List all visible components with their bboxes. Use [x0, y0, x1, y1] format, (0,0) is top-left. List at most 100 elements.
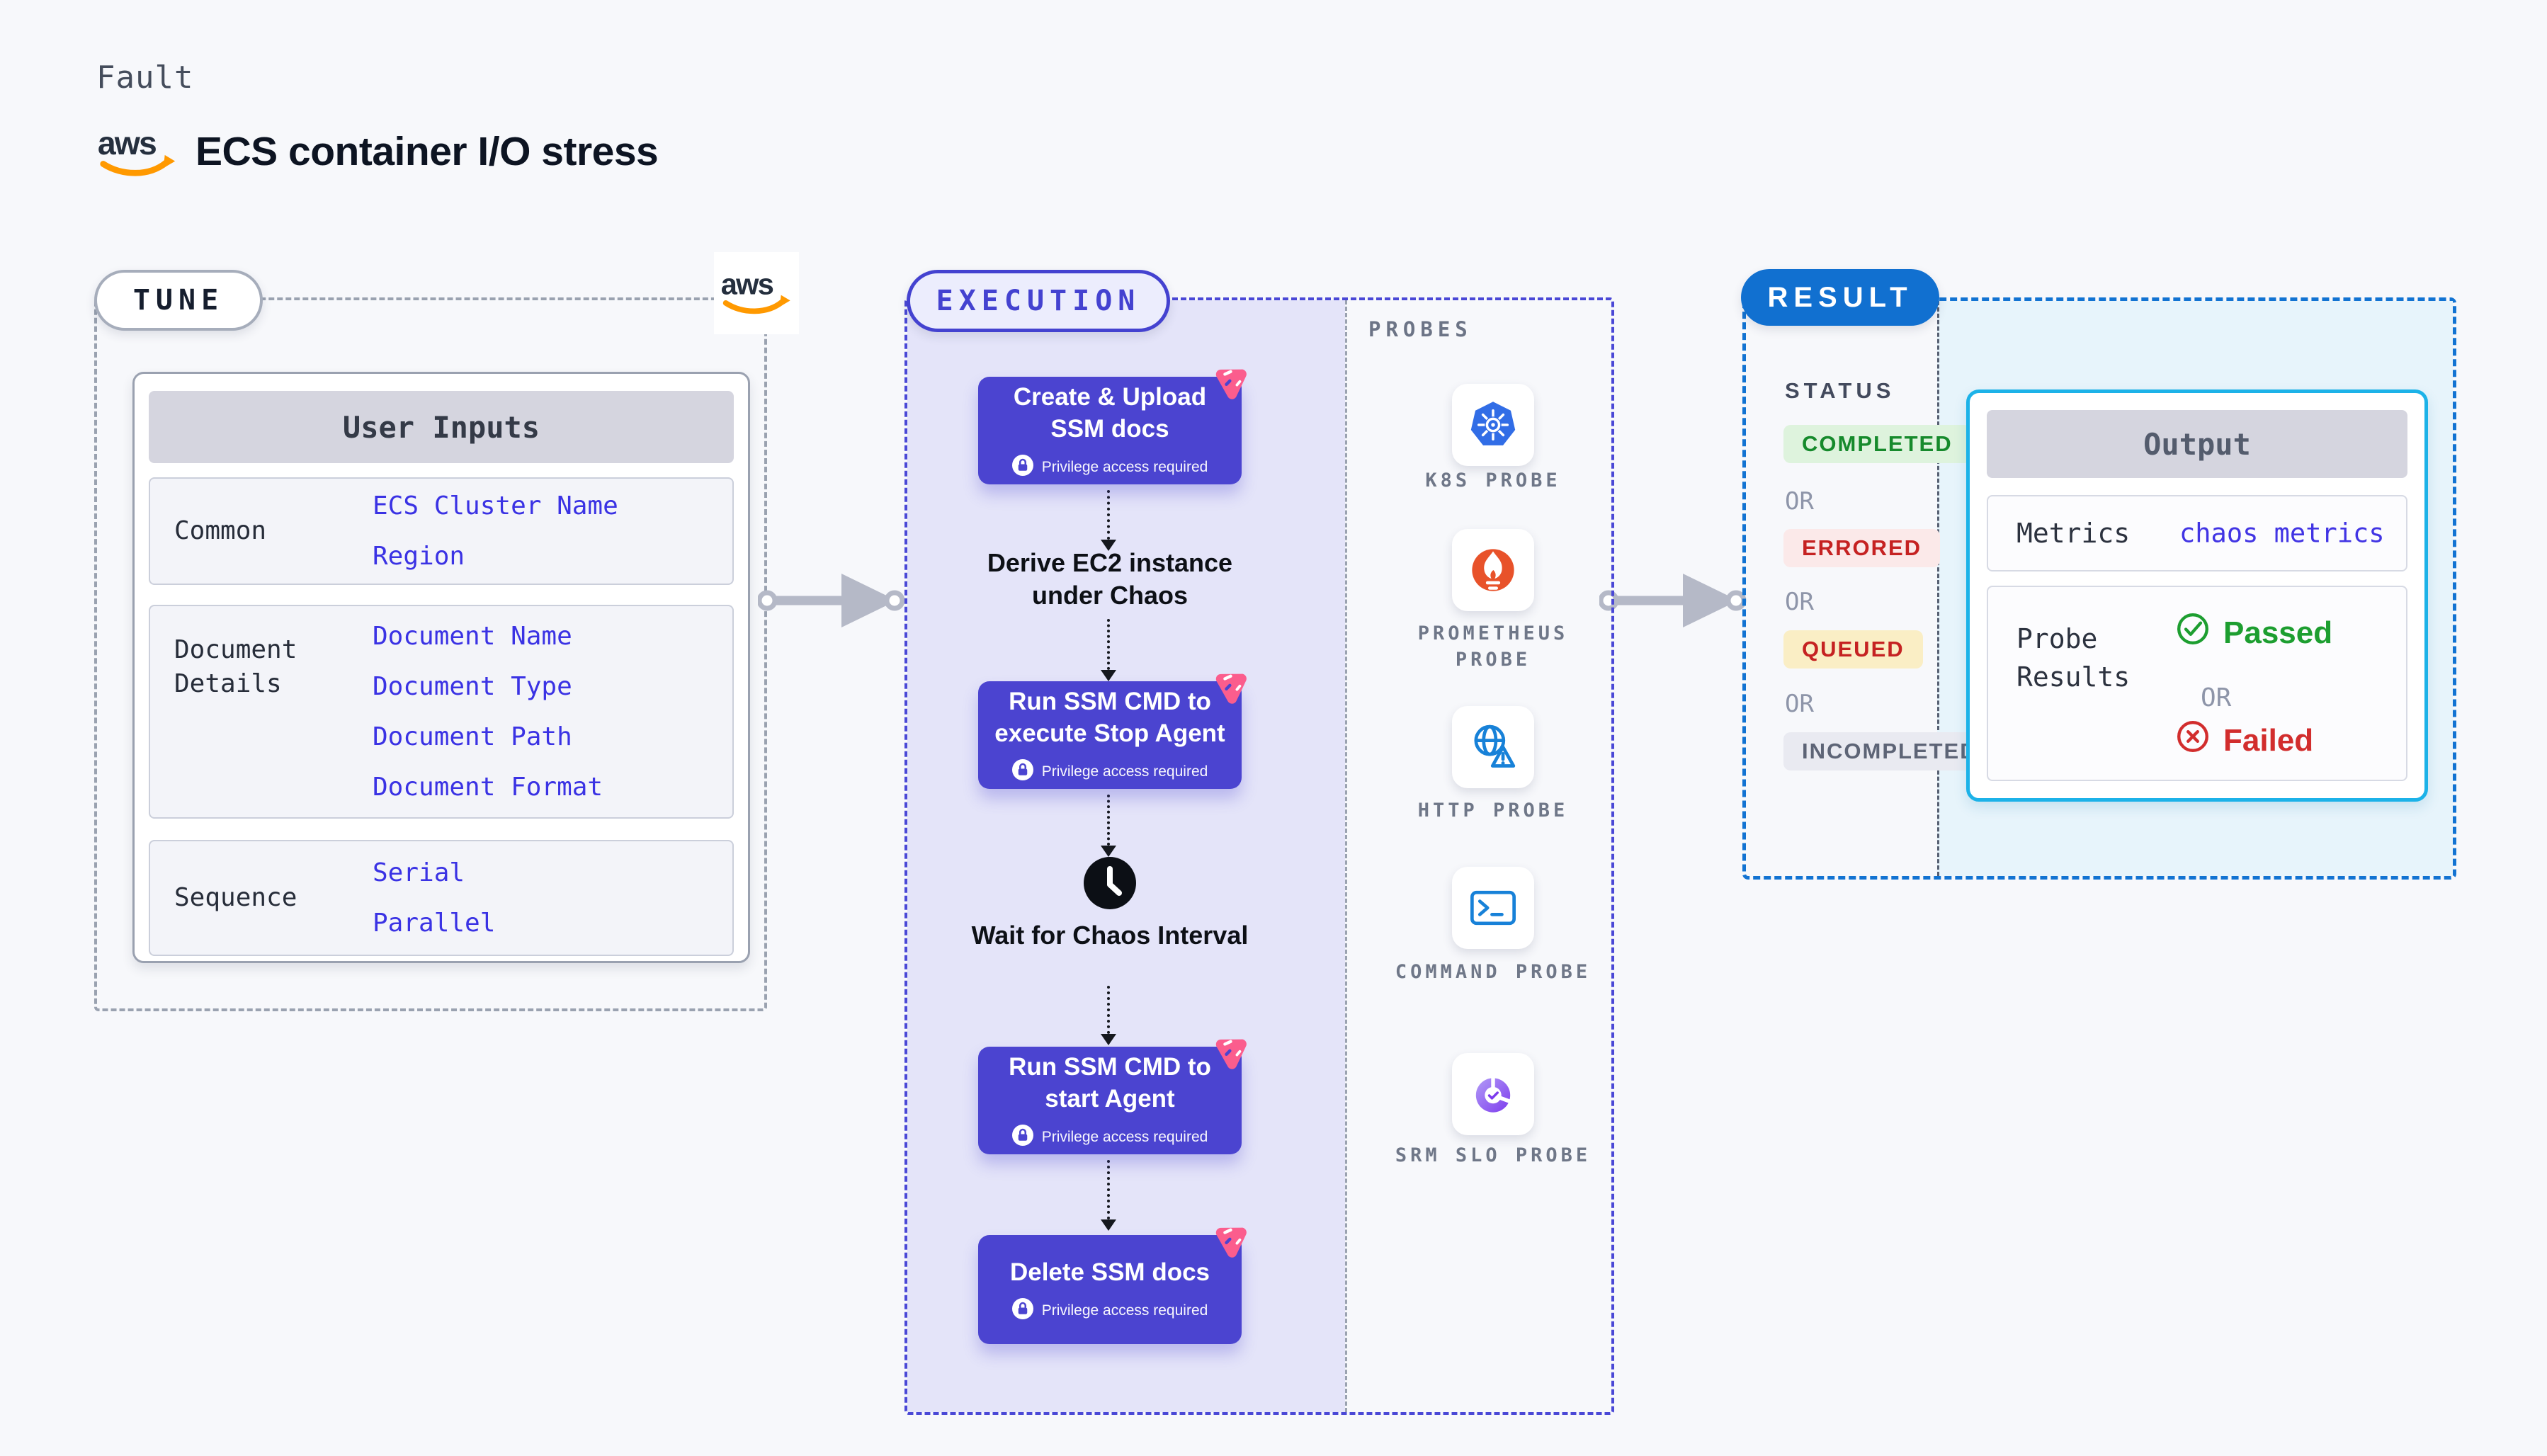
flow-connector — [1107, 986, 1110, 1034]
probe-results-row: Probe Results Passed OR Failed — [1987, 586, 2407, 781]
lock-icon — [1011, 1125, 1033, 1150]
probe-label-command: COMMAND PROBE — [1395, 961, 1592, 983]
status-badge-completed: COMPLETED — [1783, 425, 1971, 463]
user-inputs-header: User Inputs — [149, 391, 734, 463]
step-title: Run SSM CMD to execute Stop Agent — [994, 688, 1225, 747]
input-value: Document Format — [373, 773, 603, 802]
probe-result-failed: Failed — [2175, 719, 2313, 762]
status-badge-incompleted: INCOMPLETED — [1783, 732, 1996, 770]
aws-logo: aws — [96, 125, 178, 181]
status-output-divider — [1937, 301, 1939, 876]
probe-card-k8s — [1452, 384, 1534, 466]
input-value: Serial — [373, 858, 465, 887]
row-label: Common — [174, 516, 267, 545]
probe-result-passed: Passed — [2175, 611, 2332, 654]
execution-step-create-upload-ssm-docs: Create & Upload SSM docs Privilege acces… — [978, 369, 1247, 484]
probe-results-label: Probe Results — [2016, 623, 2131, 693]
lock-icon — [1011, 1297, 1033, 1324]
probe-card-http — [1452, 706, 1534, 788]
user-inputs-row-sequence: Sequence Serial Parallel — [149, 840, 734, 956]
execution-step-delete-ssm-docs: Delete SSM docs Privilege access require… — [978, 1227, 1247, 1344]
privilege-label: Privilege access required — [1041, 1302, 1208, 1319]
status-or-separator: OR — [1785, 690, 1814, 718]
input-value: Document Name — [373, 622, 572, 651]
user-inputs-card: User Inputs Common ECS Cluster Name Regi… — [132, 372, 750, 963]
privilege-label: Privilege access required — [1041, 459, 1208, 475]
tune-pill: TUNE — [94, 270, 263, 331]
step-title: Run SSM CMD to start Agent — [1009, 1053, 1211, 1113]
clock-icon — [1084, 857, 1136, 909]
fault-kicker: Fault — [96, 59, 194, 96]
row-values: Document Name Document Type Document Pat… — [373, 622, 603, 802]
aws-icon: aws — [721, 268, 790, 314]
privilege-note: Privilege access required — [1011, 759, 1208, 785]
failed-label: Failed — [2223, 722, 2314, 758]
input-value: Document Path — [373, 722, 572, 751]
status-heading: STATUS — [1785, 378, 1895, 403]
probe-label-srm-slo: SRM SLO PROBE — [1395, 1144, 1592, 1166]
result-pill: RESULT — [1741, 269, 1939, 326]
lock-icon — [1011, 759, 1033, 785]
chaos-icon — [1212, 1033, 1253, 1074]
input-value: Parallel — [373, 909, 496, 938]
flow-arrowhead — [1101, 846, 1116, 857]
flow-connector — [1107, 1160, 1110, 1219]
user-inputs-row-common: Common ECS Cluster Name Region — [149, 477, 734, 585]
execution-step-run-ssm-stop-agent: Run SSM CMD to execute Stop Agent Privil… — [978, 673, 1247, 789]
terminal-icon — [1470, 890, 1516, 926]
probes-divider — [1345, 300, 1347, 1412]
aws-corner-logo: aws — [714, 252, 799, 334]
flow-arrowhead — [1101, 670, 1116, 681]
chaos-icon — [1212, 667, 1253, 708]
flow-connector — [1107, 490, 1110, 540]
row-values: Serial Parallel — [373, 858, 495, 938]
probe-card-prometheus — [1452, 529, 1534, 611]
check-circle-icon — [2175, 611, 2211, 654]
page-title: ECS container I/O stress — [195, 129, 659, 174]
probe-card-srm-slo — [1452, 1053, 1534, 1135]
privilege-label: Privilege access required — [1041, 1129, 1208, 1145]
prometheus-icon — [1472, 549, 1514, 591]
probe-label-prometheus: PROMETHEUS PROBE — [1417, 622, 1569, 671]
aws-wordmark: aws — [98, 125, 156, 161]
output-or-separator: OR — [2201, 683, 2232, 712]
execution-lane-background — [907, 300, 1345, 1412]
probe-label-http: HTTP PROBE — [1417, 800, 1569, 821]
flow-connector — [1107, 795, 1110, 846]
execution-step-derive-ec2: Derive EC2 instance under Chaos — [987, 548, 1233, 610]
execution-step-run-ssm-start-agent: Run SSM CMD to start Agent Privilege acc… — [978, 1039, 1247, 1154]
status-or-separator: OR — [1785, 588, 1814, 616]
flow-arrowhead — [1101, 540, 1116, 551]
metrics-value: chaos metrics — [2179, 518, 2385, 549]
tune-section-border — [94, 297, 767, 1011]
slo-gauge-icon — [1475, 1076, 1511, 1113]
row-values: ECS Cluster Name Region — [373, 491, 618, 571]
execution-section-border — [904, 297, 1614, 1415]
passed-label: Passed — [2223, 615, 2333, 650]
probe-card-command — [1452, 867, 1534, 949]
input-value: ECS Cluster Name — [373, 491, 618, 521]
row-label: Document Details — [174, 635, 297, 698]
chaos-icon — [1212, 363, 1253, 404]
step-title: Delete SSM docs — [1009, 1258, 1210, 1286]
privilege-note: Privilege access required — [1011, 1297, 1208, 1324]
row-label: Sequence — [174, 883, 297, 912]
privilege-note: Privilege access required — [1011, 1125, 1208, 1150]
step-title: Create & Upload SSM docs — [1013, 383, 1207, 443]
flow-arrowhead — [1101, 1219, 1116, 1231]
tune-to-execution-arrow — [758, 574, 905, 627]
probe-label-k8s: K8S PROBE — [1425, 470, 1561, 491]
status-badge-queued: QUEUED — [1783, 630, 1923, 669]
svg-text:aws: aws — [721, 268, 773, 301]
status-or-separator: OR — [1785, 487, 1814, 516]
chaos-icon — [1212, 1221, 1253, 1262]
privilege-label: Privilege access required — [1041, 763, 1208, 780]
status-badge-errored: ERRORED — [1783, 529, 1941, 567]
kubernetes-icon — [1470, 402, 1516, 445]
privilege-note: Privilege access required — [1011, 455, 1208, 480]
globe-alert-icon — [1474, 724, 1516, 768]
execution-to-result-arrow — [1599, 574, 1747, 627]
execution-step-wait-chaos-interval: Wait for Chaos Interval — [971, 921, 1249, 950]
metrics-row: Metrics chaos metrics — [1987, 495, 2407, 571]
